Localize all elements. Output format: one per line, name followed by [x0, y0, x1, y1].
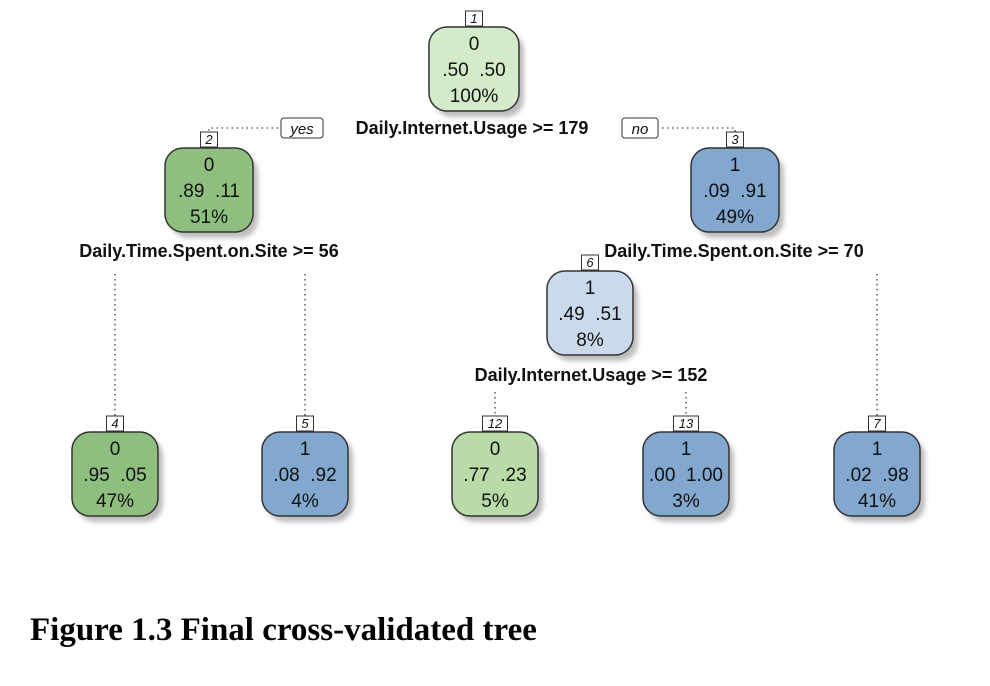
node-id-tag [200, 131, 218, 148]
tree-nodes: 1 0 .50 .50 100% 2 0 .89 .11 51% 3 1 .09 .91 49% 6 1.… [71, 10, 925, 522]
node-class: 0 [204, 155, 215, 176]
tree-node-7: 7 1 .02 .98 41% [833, 415, 925, 522]
node-percentage: 3% [672, 491, 700, 512]
split-label-node-3: Daily.Time.Spent.on.Site >= 70 [604, 241, 863, 261]
figure-caption: Figure 1.3 Final cross-validated tree [30, 612, 537, 648]
node-percentage: 47% [96, 491, 134, 512]
node-probabilities: .08 .92 [273, 465, 336, 486]
node-probabilities: .00 1.00 [649, 465, 723, 486]
node-probabilities: .77 .23 [463, 465, 526, 486]
node-box [451, 431, 539, 517]
node-id-text: 7 [873, 416, 881, 431]
node-class: 1 [585, 278, 596, 299]
node-id-text: 4 [111, 416, 118, 431]
edge-1-3 [662, 127, 736, 146]
split-label-node-6: Daily.Internet.Usage >= 152 [475, 365, 708, 385]
node-id-text: 3 [731, 132, 739, 147]
tree-node-13: 13 1 .00 1.00 3% [642, 415, 734, 522]
node-id-text: 12 [488, 416, 503, 431]
node-class: 1 [681, 439, 692, 460]
node-probabilities: .95 .05 [83, 465, 146, 486]
node-id-text: 6 [586, 255, 594, 270]
node-class: 0 [490, 439, 501, 460]
node-id-tag [296, 415, 314, 432]
node-class: 0 [469, 34, 480, 55]
node-percentage: 4% [291, 491, 319, 512]
node-id-text: 1 [470, 11, 477, 26]
node-id-tag [868, 415, 886, 432]
node-class: 1 [730, 155, 741, 176]
tree-node-1: 1 0 .50 .50 100% [428, 10, 524, 117]
node-id-tag [465, 10, 483, 27]
node-id-text: 13 [679, 416, 694, 431]
branch-yes-label: yes [280, 117, 324, 139]
tree-node-4: 4 0 .95 .05 47% [71, 415, 163, 522]
node-probabilities: .89 .11 [178, 181, 240, 202]
node-class: 1 [872, 439, 883, 460]
node-box [690, 147, 780, 233]
tree-node-2: 2 0 .89 .11 51% [164, 131, 258, 238]
node-class: 0 [110, 439, 121, 460]
node-id-tag [673, 415, 699, 432]
tree-node-6: 6 1 .49 .51 8% [546, 254, 638, 361]
branch-yes-text: yes [289, 121, 314, 138]
node-box [261, 431, 349, 517]
node-box [546, 270, 634, 356]
node-box [164, 147, 254, 233]
tree-node-12: 12 0 .77 .23 5% [451, 415, 543, 522]
decision-tree-diagram: yes no Daily.Internet.Usage >= 179Daily.Ti… [71, 10, 925, 522]
node-box [642, 431, 730, 517]
node-id-tag [482, 415, 508, 432]
node-class: 1 [300, 439, 311, 460]
split-label-node-1: Daily.Internet.Usage >= 179 [356, 118, 589, 138]
node-probabilities: .09 .91 [703, 181, 766, 202]
tree-node-3: 3 1 .09 .91 49% [690, 131, 784, 238]
split-label-node-2: Daily.Time.Spent.on.Site >= 56 [79, 241, 338, 261]
node-box [833, 431, 921, 517]
node-id-tag [106, 415, 124, 432]
node-probabilities: .49 .51 [558, 304, 621, 325]
split-labels: yes no Daily.Internet.Usage >= 179Daily.Ti… [79, 117, 864, 385]
edge-1-2 [208, 127, 278, 146]
node-percentage: 5% [481, 491, 509, 512]
node-id-tag [726, 131, 744, 148]
node-percentage: 100% [450, 86, 499, 107]
node-percentage: 41% [858, 491, 896, 512]
node-id-tag [581, 254, 599, 271]
node-percentage: 8% [576, 330, 604, 351]
node-id-text: 5 [301, 416, 309, 431]
node-percentage: 51% [190, 207, 228, 228]
branch-no-label: no [621, 117, 659, 139]
tree-node-5: 5 1 .08 .92 4% [261, 415, 353, 522]
branch-no-text: no [632, 121, 649, 138]
node-probabilities: .02 .98 [845, 465, 908, 486]
node-id-text: 2 [204, 132, 213, 147]
node-box [428, 26, 520, 112]
node-percentage: 49% [716, 207, 754, 228]
node-box [71, 431, 159, 517]
node-probabilities: .50 .50 [442, 60, 505, 81]
